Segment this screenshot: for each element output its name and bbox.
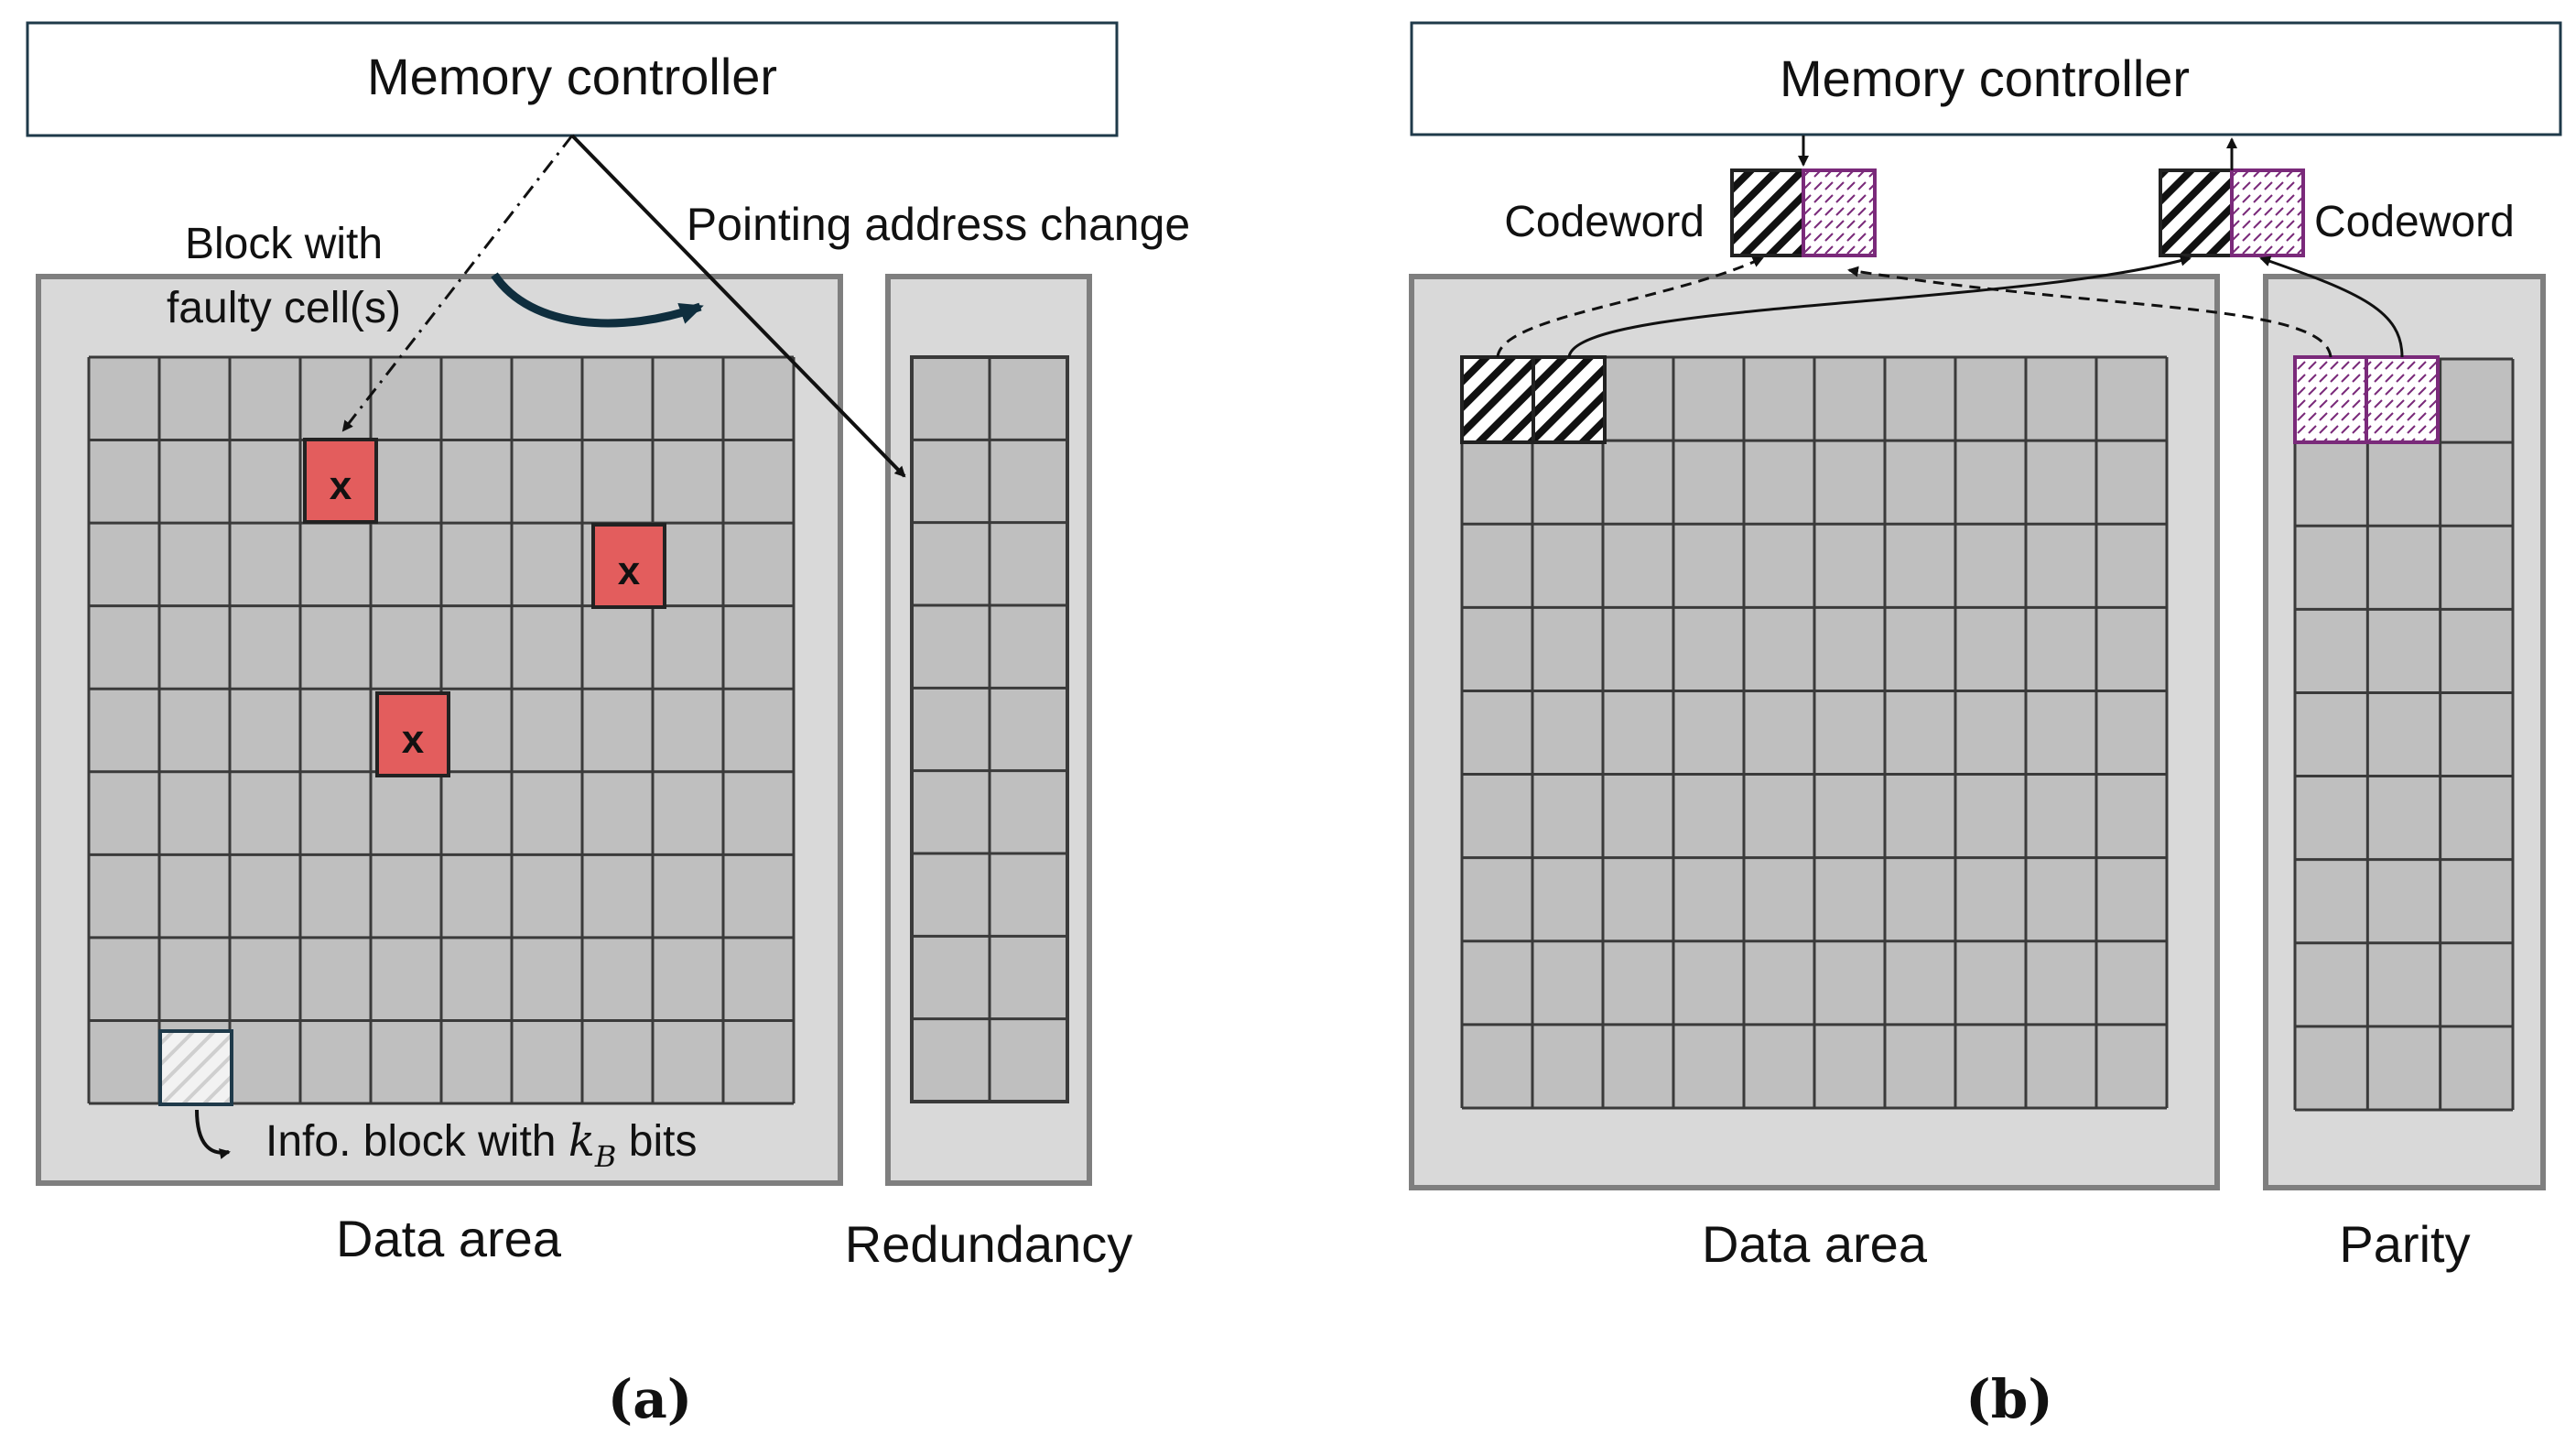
redundancy-pointer-arrow (570, 134, 906, 478)
parity-cell-hatched (2365, 355, 2440, 444)
codeword-right-data-cell (2159, 168, 2234, 257)
faulty-cell: x (591, 523, 666, 609)
data-cell-hatched (1460, 355, 1535, 444)
caption-a: (a) (608, 1368, 692, 1430)
parity-to-codeword-dashed-arrow (1847, 266, 2332, 358)
parity-grid (2295, 359, 2513, 1110)
codeword-right-parity-cell (2230, 168, 2305, 257)
faulty-cells-label: faulty cell(s) (167, 284, 401, 332)
info-block-sub: B (594, 1139, 617, 1174)
panel-a: Memory controller x x x Block w (26, 21, 1190, 1430)
data-to-codeword-dashed-arrow (1496, 256, 1764, 358)
info-block (158, 1029, 233, 1106)
codeword-left-parity-cell (1802, 168, 1877, 257)
memory-controller-label-b: Memory controller (1780, 49, 2190, 107)
fault-x-icon: x (618, 549, 641, 593)
fault-x-icon: x (330, 463, 352, 508)
data-area-label-a: Data area (336, 1210, 562, 1267)
faulty-cell: x (375, 691, 450, 777)
caption-b: (b) (1965, 1368, 2052, 1430)
address-change-curved-arrow (491, 272, 704, 328)
info-block-label-prefix: Info. block with (265, 1117, 568, 1166)
block-with-label: Block with (185, 220, 383, 268)
codeword-left-label: Codeword (1504, 198, 1705, 246)
info-block-label: Info. block with kB bits (265, 1115, 697, 1174)
info-block-arrow (195, 1109, 231, 1159)
pointing-address-label: Pointing address change (687, 199, 1190, 250)
data-grid-lines-b (1460, 355, 2169, 1110)
info-block-var: k (568, 1115, 595, 1167)
redundancy-label: Redundancy (845, 1215, 1132, 1273)
data-area-label-b: Data area (1702, 1215, 1928, 1273)
parity-to-codeword-solid-arrow (2259, 255, 2404, 358)
codeword-right-label: Codeword (2314, 198, 2515, 246)
info-block-label-suffix: bits (616, 1117, 697, 1166)
data-grid-lines-a (87, 355, 796, 1105)
memory-controller-box-b (1410, 21, 2562, 136)
block-pointer-arrow (341, 135, 574, 432)
redundancy-grid-lines (910, 355, 1069, 1103)
fault-x-icon: x (402, 717, 425, 762)
faulty-cell: x (303, 438, 378, 524)
memory-controller-label-a: Memory controller (367, 48, 777, 105)
parity-label: Parity (2339, 1215, 2470, 1273)
memory-controller-box-a (26, 21, 1119, 137)
codeword-left-data-cell (1730, 168, 1805, 257)
data-to-codeword-solid-arrow (1567, 255, 2192, 358)
data-cell-hatched (1532, 355, 1607, 444)
panel-b: Memory controller Codeword Codeword (1409, 21, 2562, 1430)
parity-cell-hatched (2293, 355, 2368, 444)
